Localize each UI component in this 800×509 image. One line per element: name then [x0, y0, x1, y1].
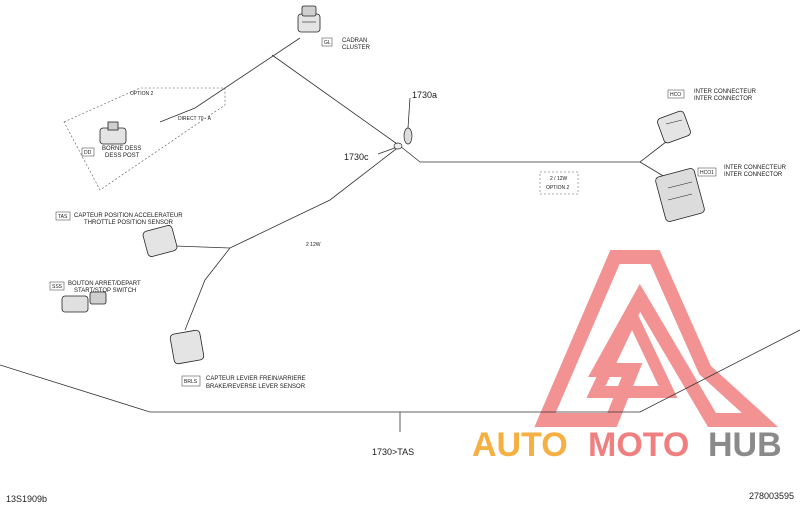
svg-text:2 12W: 2 12W — [306, 242, 321, 248]
svg-text:BRLS: BRLS — [184, 379, 198, 385]
svg-text:CAPTEUR LEVIER FREIN/ARRIERE: CAPTEUR LEVIER FREIN/ARRIERE — [206, 376, 306, 382]
svg-text:OPTION 2: OPTION 2 — [546, 185, 570, 191]
label-throttle: TAS CAPTEUR POSITION ACCELERATEUR THROTT… — [55, 211, 321, 248]
svg-text:INTER CONNECTEUR: INTER CONNECTEUR — [724, 165, 787, 171]
footer-left-code: 13S1909b — [6, 494, 48, 504]
connector-inter2-icon — [655, 168, 705, 222]
option-box-title: OPTION 2 — [130, 91, 154, 97]
connector-gauge-icon — [297, 5, 321, 33]
watermark-part-moto: MOTO — [588, 426, 689, 464]
svg-text:BRAKE/REVERSE LEVER SENSOR: BRAKE/REVERSE LEVER SENSOR — [206, 384, 306, 390]
watermark-part-auto: AUTO — [472, 426, 568, 464]
svg-text:INTER CONNECTOR: INTER CONNECTOR — [724, 172, 783, 178]
connector-brake-icon — [169, 329, 205, 365]
label-dess: DD BORNE DESS DESS POST — [81, 146, 141, 159]
svg-text:CADRAN: CADRAN — [342, 38, 367, 44]
watermark-part-hub: HUB — [708, 426, 782, 464]
connector-dess-icon — [99, 121, 127, 145]
svg-text:SSS: SSS — [52, 284, 63, 290]
label-brake: BRLS CAPTEUR LEVIER FREIN/ARRIERE BRAKE/… — [181, 375, 306, 390]
svg-text:THROTTLE POSITION SENSOR: THROTTLE POSITION SENSOR — [84, 220, 174, 226]
ref-1730-tas: 1730>TAS — [372, 447, 414, 457]
label-inter2: HCO1 INTER CONNECTEUR INTER CONNECTOR — [697, 165, 787, 178]
svg-text:CAPTEUR POSITION ACCELERATEUR: CAPTEUR POSITION ACCELERATEUR — [74, 213, 183, 219]
svg-text:BOUTON ARRET/DEPART: BOUTON ARRET/DEPART — [68, 281, 141, 287]
ref-1730c: 1730c — [344, 152, 369, 162]
connector-throttle-icon — [142, 225, 178, 257]
svg-text:DESS POST: DESS POST — [105, 153, 140, 159]
label-option-b: 2 / 12W OPTION 2 — [539, 171, 579, 195]
option-box-tag: DIRECT 70 · A — [178, 116, 212, 122]
connector-startstop-icon — [61, 291, 107, 313]
svg-text:START/STOP SWITCH: START/STOP SWITCH — [74, 288, 136, 294]
svg-text:BORNE DESS: BORNE DESS — [102, 146, 141, 152]
svg-text:INTER CONNECTOR: INTER CONNECTOR — [694, 96, 753, 102]
connector-inter1-icon — [657, 110, 691, 144]
svg-text:INTER CONNECTEUR: INTER CONNECTEUR — [694, 89, 757, 95]
ground-stud-icon — [393, 127, 413, 150]
watermark-logo — [534, 250, 779, 427]
label-gauge: GL CADRAN CLUSTER — [321, 37, 371, 51]
svg-text:HCO1: HCO1 — [700, 170, 714, 176]
svg-text:GL: GL — [324, 40, 331, 46]
svg-text:TAS: TAS — [58, 214, 68, 220]
label-inter1: HCO INTER CONNECTEUR INTER CONNECTOR — [667, 89, 757, 102]
label-startstop: SSS BOUTON ARRET/DEPART START/STOP SWITC… — [49, 281, 141, 294]
svg-text:DD: DD — [84, 150, 92, 156]
ref-1730a: 1730a — [412, 90, 437, 100]
svg-text:CLUSTER: CLUSTER — [342, 45, 371, 51]
watermark-text: AUTO MOTO HUB — [472, 426, 782, 464]
svg-text:HCO: HCO — [670, 92, 681, 98]
option-box: OPTION 2 DIRECT 70 · A — [63, 87, 226, 191]
footer-right-code: 278003595 — [748, 491, 794, 501]
svg-text:2 / 12W: 2 / 12W — [550, 176, 568, 182]
